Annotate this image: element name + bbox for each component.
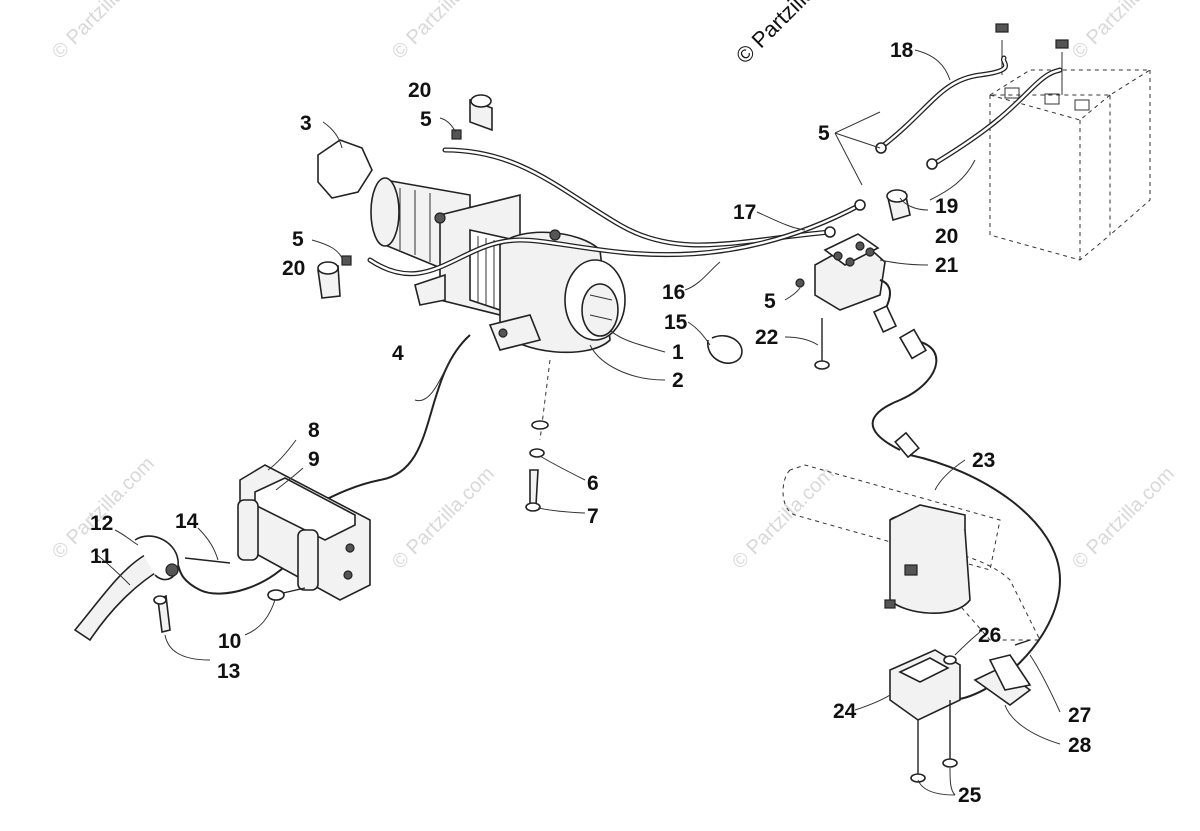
callout-9: 9 [308, 448, 320, 471]
battery-cables [875, 55, 1063, 170]
leader-lines [96, 49, 1061, 796]
callout-20: 20 [935, 225, 958, 248]
battery-drawing [988, 23, 1152, 261]
callout-18: 18 [890, 39, 914, 62]
fairlead-part [237, 464, 371, 601]
clamp-part [707, 335, 743, 364]
bolt-part [814, 318, 830, 370]
switch-bracket [889, 639, 1032, 783]
callout-7: 7 [587, 505, 599, 528]
callout-5: 5 [764, 290, 776, 313]
fairlead-bolt [267, 587, 306, 601]
motor-leads [367, 147, 866, 277]
callout-25: 25 [958, 784, 982, 807]
callout-5: 5 [292, 228, 304, 251]
gasket-part [317, 139, 373, 199]
callout-28: 28 [1068, 734, 1092, 757]
callout-4: 4 [392, 342, 404, 365]
callout-20: 20 [408, 79, 431, 102]
watermark: © Partzilla.com [388, 463, 499, 574]
watermark: © Partzilla.com [388, 0, 499, 64]
callout-5: 5 [420, 108, 432, 131]
callout-3: 3 [300, 112, 312, 135]
callout-12: 12 [90, 512, 113, 535]
callout-13: 13 [217, 660, 240, 683]
callouts: 1 2 3 4 5 5 5 5 6 7 8 9 10 11 12 13 14 1… [90, 39, 1092, 807]
terminal-caps [317, 94, 493, 299]
watermark: © Partzilla.com [1068, 0, 1179, 64]
callout-16: 16 [662, 281, 685, 304]
handlebar-switch [782, 464, 1041, 641]
watermark: © Partzilla.com [728, 463, 839, 574]
solenoid-part [795, 233, 898, 333]
winch-assembly [370, 177, 626, 354]
callout-15: 15 [664, 311, 688, 334]
callout-22: 22 [755, 326, 778, 349]
callout-20: 20 [282, 257, 305, 280]
callout-27: 27 [1068, 704, 1091, 727]
callout-6: 6 [587, 472, 599, 495]
callout-2: 2 [672, 369, 684, 392]
callout-19: 19 [935, 195, 958, 218]
callout-14: 14 [175, 510, 199, 533]
callout-24: 24 [833, 700, 857, 723]
callout-21: 21 [935, 254, 959, 277]
callout-23: 23 [972, 449, 995, 472]
hook-strap [73, 535, 231, 642]
callout-8: 8 [308, 419, 320, 442]
callout-17: 17 [733, 201, 756, 224]
washer-bolt [525, 359, 551, 512]
callout-1: 1 [672, 341, 684, 364]
callout-5: 5 [818, 122, 830, 145]
callout-26: 26 [978, 624, 1001, 647]
copyright-notice: © Partzilla [731, 0, 820, 69]
callout-11: 11 [90, 545, 113, 568]
solenoid-cap [886, 189, 911, 222]
callout-10: 10 [218, 630, 241, 653]
watermark: © Partzilla.com [1068, 463, 1179, 574]
watermark: © Partzilla.com [48, 0, 159, 64]
